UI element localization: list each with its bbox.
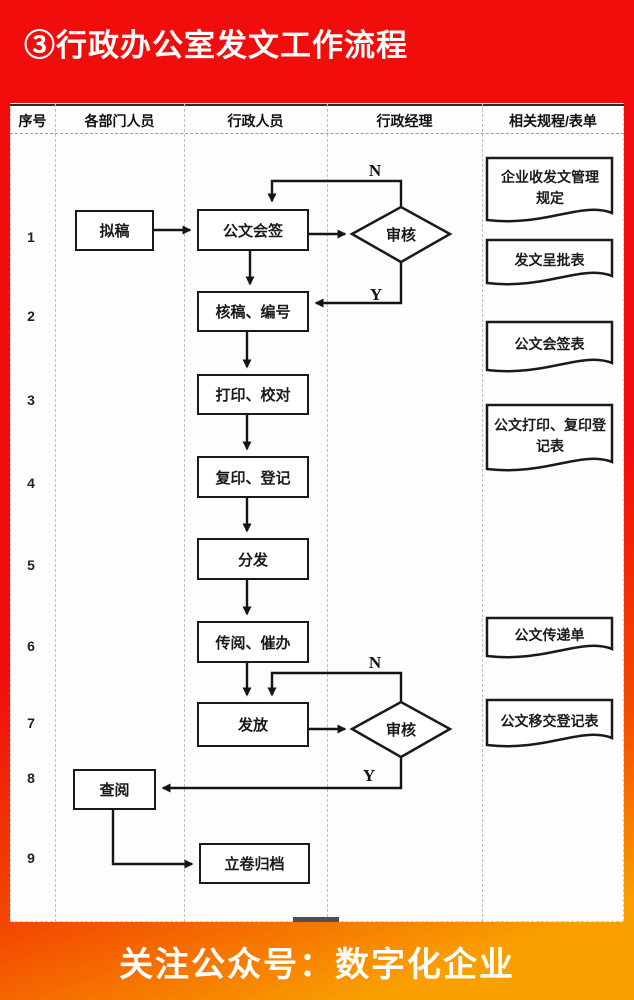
arrow-review2-yes	[161, 757, 403, 793]
arrow-review1-no-loop	[267, 179, 403, 207]
document-label-approval-form: 发文呈批表	[514, 251, 585, 268]
decision-label-review2: 审核	[385, 722, 416, 739]
branch-label-n2: N	[368, 653, 382, 672]
row-number-4: 4	[27, 475, 35, 491]
header-cell-dept-staff: 各部门人员	[84, 113, 155, 129]
header-cell-admin-manager: 行政经理	[376, 113, 433, 129]
header-cell-admin-staff: 行政人员	[227, 113, 284, 129]
document-label-transfer-register: 公文移交登记表	[500, 712, 599, 729]
document-label-delivery-slip: 公文传递单	[514, 627, 585, 643]
document-label-print-copy-register: 公文打印、复印登记表	[494, 416, 606, 454]
document-label-countersign-form: 公文会签表	[514, 336, 585, 352]
row-number-1: 1	[27, 229, 35, 245]
decision-diamond-review1	[349, 205, 453, 264]
footer-bar: 关注公众号：数字化企业	[0, 922, 634, 1000]
column-divider-2	[184, 104, 185, 922]
header-cell-related-forms: 相关规程/表单	[509, 113, 597, 129]
row-number-3: 3	[27, 392, 35, 408]
header-underline	[10, 133, 624, 134]
decision-diamond-review2	[349, 700, 453, 759]
process-box-archive: 立卷归档	[199, 843, 310, 884]
process-box-print-proof: 打印、校对	[197, 374, 309, 415]
row-number-9: 9	[27, 850, 35, 866]
document-shape-print-copy-register	[485, 403, 614, 472]
process-box-distribute: 分发	[197, 538, 309, 580]
document-shape-regulation	[485, 156, 614, 223]
page-title: ③行政办公室发文工作流程	[24, 28, 408, 63]
arrow-review1-yes	[314, 262, 403, 308]
row-number-8: 8	[27, 770, 35, 786]
process-box-circulate: 传阅、催办	[197, 621, 309, 663]
process-box-consult: 查阅	[73, 769, 156, 810]
header-cell-seq: 序号	[18, 113, 47, 129]
arrow-review2-no-loop	[267, 671, 403, 702]
row-number-6: 6	[27, 638, 35, 654]
title-bar: ③行政办公室发文工作流程	[0, 0, 634, 103]
branch-label-y1: Y	[369, 285, 383, 304]
decision-label-review1: 审核	[385, 227, 416, 244]
document-shape-countersign-form	[485, 320, 614, 373]
column-divider-1	[55, 104, 56, 922]
arrow-consult-to-archive	[111, 810, 194, 869]
branch-label-y2: Y	[362, 766, 376, 785]
process-box-issue: 发放	[197, 702, 309, 747]
document-label-regulation: 企业收发文管理规定	[501, 168, 599, 206]
process-box-countersign: 公文会签	[197, 209, 309, 251]
footer-text: 关注公众号：数字化企业	[119, 945, 515, 984]
process-box-check-number: 核稿、编号	[197, 291, 309, 332]
column-divider-4	[482, 104, 483, 922]
row-number-7: 7	[27, 715, 35, 731]
document-shape-approval-form	[485, 238, 614, 286]
document-shape-delivery-slip	[485, 616, 614, 659]
row-number-5: 5	[27, 557, 35, 573]
column-divider-3	[327, 104, 328, 922]
clipped-shape-fragment	[293, 917, 339, 922]
process-box-draft: 拟稿	[75, 210, 154, 251]
process-box-copy-register: 复印、登记	[197, 456, 309, 498]
document-shape-transfer-register	[485, 698, 614, 748]
row-number-2: 2	[27, 308, 35, 324]
branch-label-n1: N	[368, 161, 382, 180]
table-top-border	[10, 104, 624, 106]
